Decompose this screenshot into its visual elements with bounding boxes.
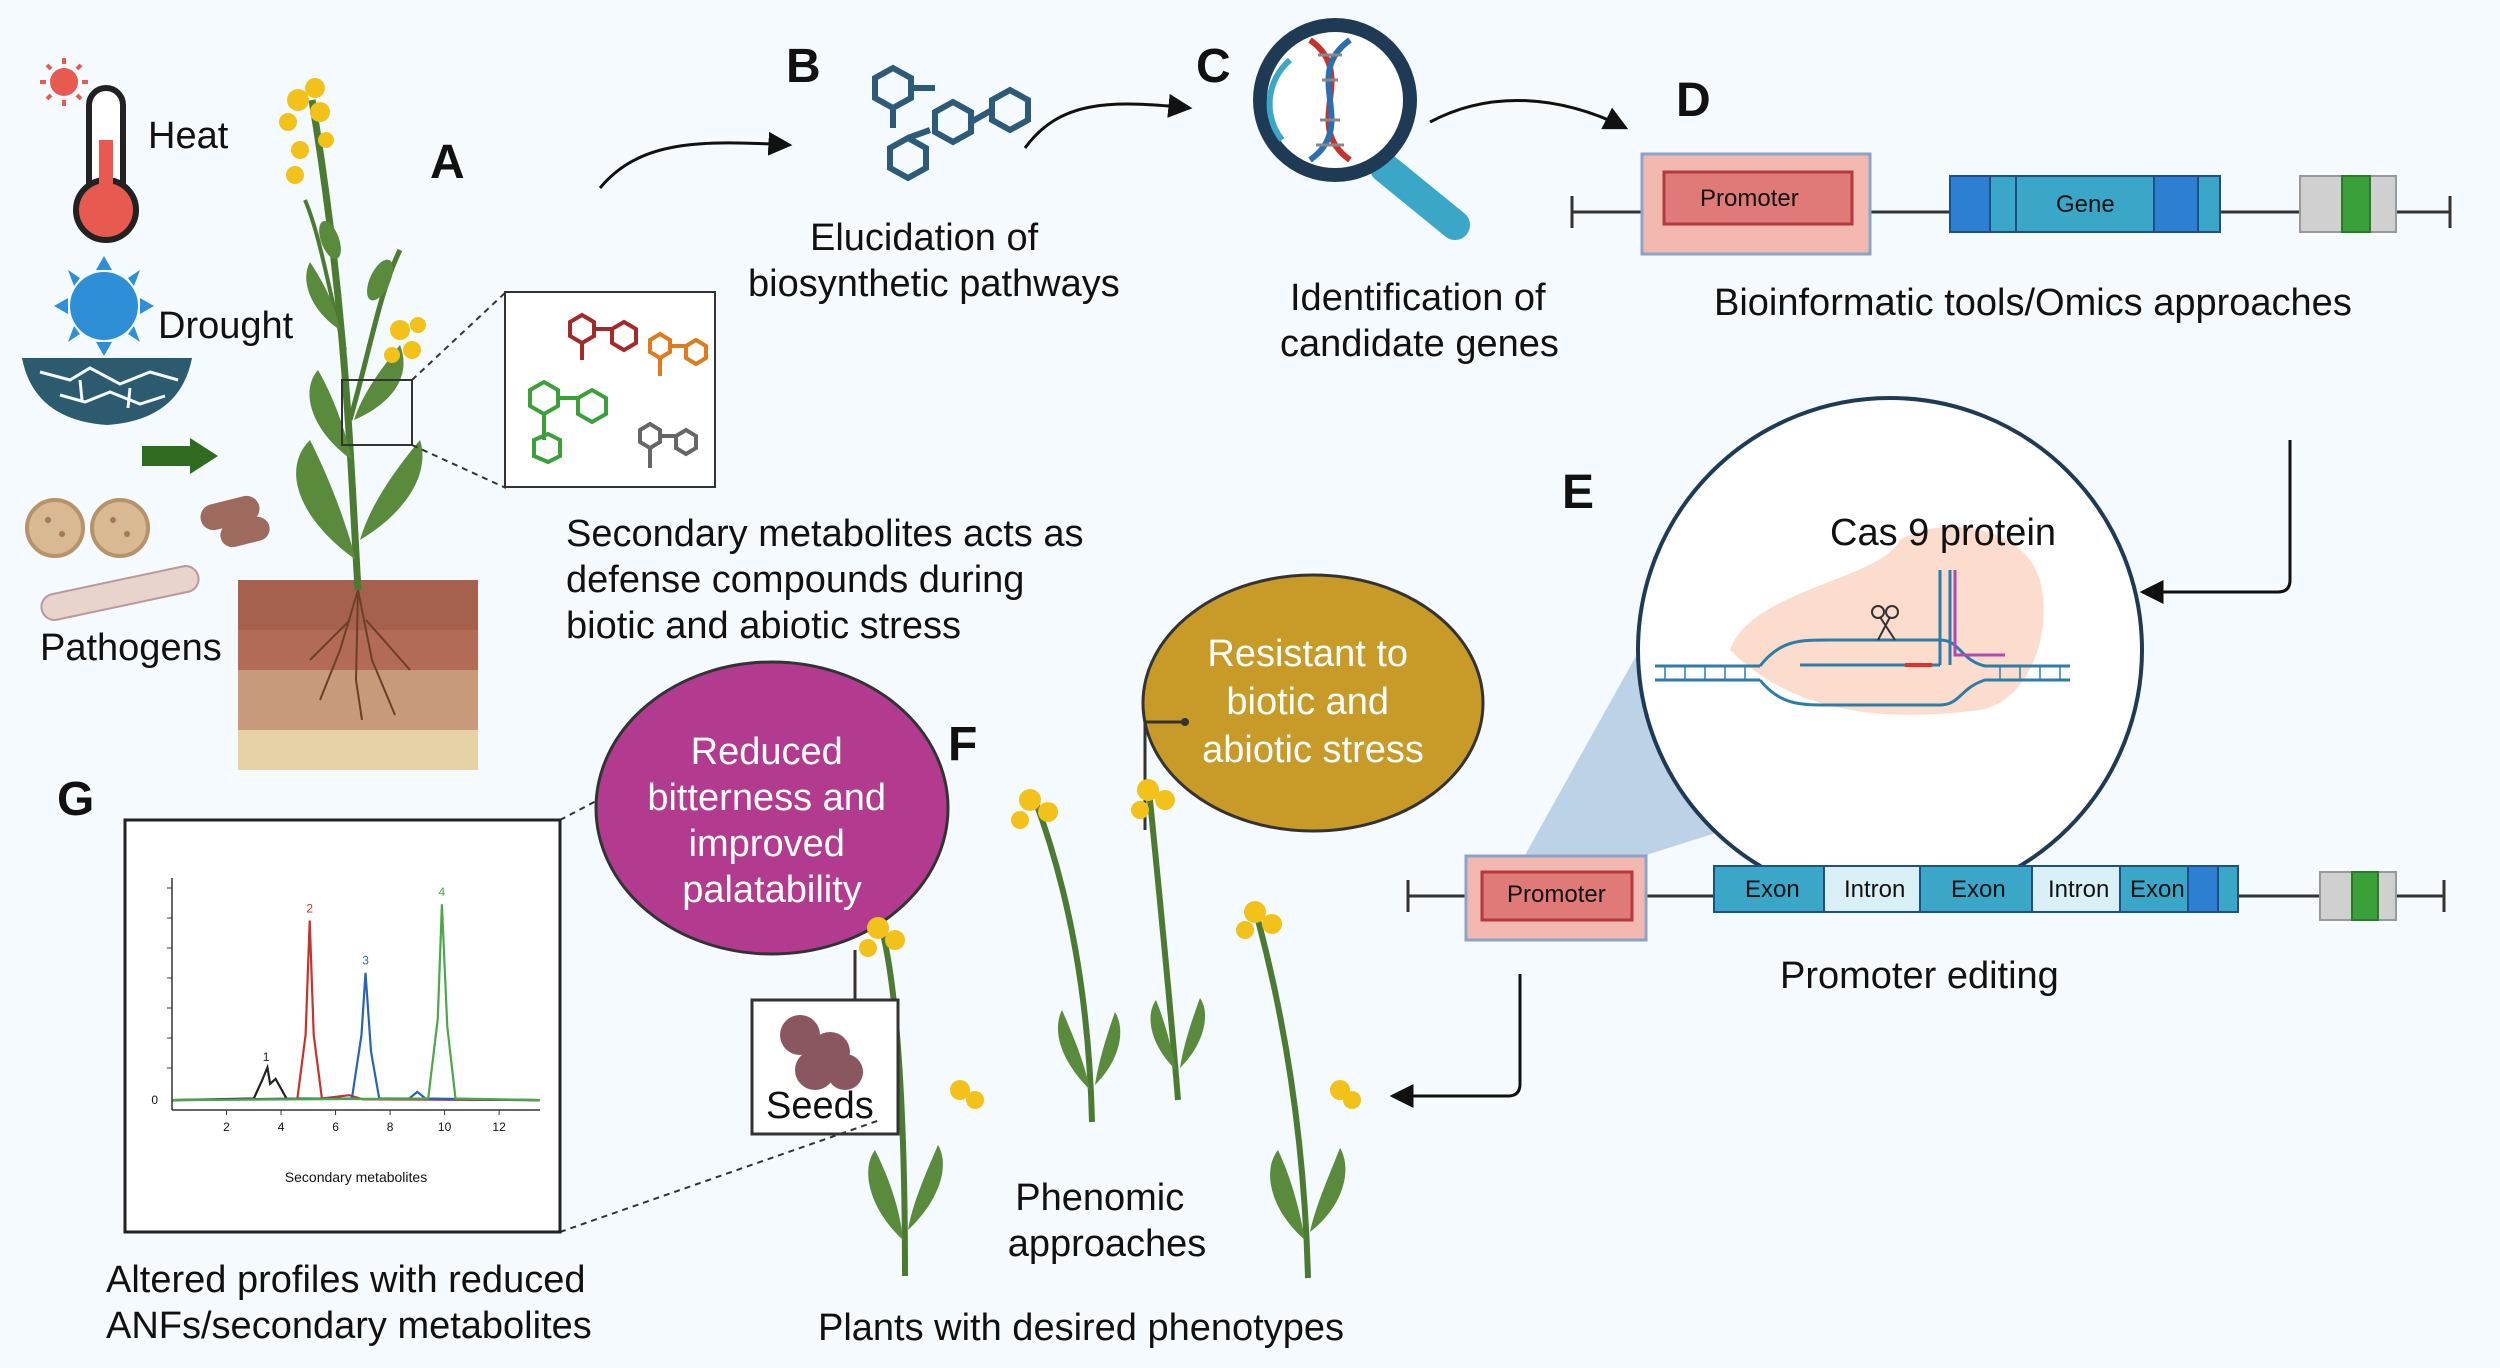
chart-y-tick-label: 0 — [151, 1093, 158, 1107]
promoter-box-d — [1662, 170, 1854, 226]
chart-series-4 — [171, 904, 541, 1102]
resistant-text: Resistant to biotic and abiotic stress — [1202, 633, 1424, 771]
altered-profiles-caption: Altered profiles with reduced ANFs/secon… — [106, 1259, 596, 1347]
reduced-bitterness-bubble — [594, 660, 950, 956]
panel-b-label: B — [786, 40, 821, 93]
panel-a-label: A — [430, 136, 465, 189]
phenomic-caption: Phenomic approaches — [1008, 1177, 1207, 1265]
pathogens-label: Pathogens — [40, 627, 222, 669]
chart-peak-label: 3 — [362, 954, 369, 968]
thermometer-icon — [73, 85, 139, 243]
exon-label-1: Exon — [1745, 876, 1800, 903]
zoom-box — [341, 379, 413, 446]
cracked-soil-icon — [22, 358, 192, 425]
arrow-c-to-d — [1429, 98, 1629, 130]
chart-peak-label: 4 — [439, 885, 446, 899]
arrow-right-icon — [142, 438, 218, 474]
panel-d-label: D — [1676, 74, 1711, 127]
metabolites-box — [504, 291, 716, 488]
chart-x-tick-label: 2 — [223, 1120, 230, 1134]
bioinformatics-caption: Bioinformatic tools/Omics approaches — [1714, 282, 2352, 324]
intron-label-1: Intron — [1844, 876, 1905, 903]
molecule-gray-icon — [638, 421, 698, 468]
chart-peak-label: 1 — [263, 1050, 270, 1064]
gene-construct-d — [1570, 152, 2452, 256]
seeds-label: Seeds — [766, 1085, 874, 1127]
drought-label: Drought — [158, 305, 294, 347]
g-zoom-line-top — [559, 799, 599, 821]
sun-icon — [40, 58, 88, 106]
panel-f-label: F — [948, 718, 977, 771]
plants-f — [859, 779, 1361, 1279]
cas9-circle — [1636, 396, 2144, 904]
arrow-d-to-e — [2139, 440, 2292, 604]
reduced-bitterness-text: Reduced bitterness and improved palatabi… — [647, 731, 896, 911]
panel-e-label: E — [1562, 466, 1594, 519]
arrow-a-to-b — [598, 131, 793, 189]
heat-label: Heat — [148, 115, 229, 157]
seeds-icon — [780, 1015, 863, 1090]
cas9-label: Cas 9 protein — [1830, 512, 2056, 554]
plant-a — [279, 78, 426, 591]
magnifier-dna-icon — [1253, 18, 1470, 240]
intron-label-2: Intron — [2048, 876, 2109, 903]
zoom-line-top — [411, 291, 507, 381]
g-zoom-line-bottom — [559, 1119, 881, 1233]
scissors-icon — [1871, 605, 1899, 641]
promoter-label-e: Promoter — [1507, 881, 1606, 908]
exon-label-3: Exon — [2130, 876, 2185, 903]
arrow-b-to-c — [1023, 93, 1193, 149]
chart-x-tick-label: 6 — [332, 1120, 339, 1134]
arrow-e-to-f — [1389, 974, 1522, 1108]
exon-label-2: Exon — [1951, 876, 2006, 903]
panel-c-label: C — [1196, 40, 1231, 93]
chart-series-3 — [171, 972, 541, 1102]
identification-caption: Identification of candidate genes — [1280, 277, 1559, 365]
molecule-green-icon — [528, 379, 608, 465]
chart-x-tick-label: 10 — [438, 1120, 452, 1134]
gene-label-d: Gene — [2056, 191, 2115, 218]
promoter-editing-caption: Promoter editing — [1780, 955, 2059, 997]
panel-g-label: G — [57, 773, 94, 826]
elucidation-caption: Elucidation of biosynthetic pathways — [748, 217, 1120, 305]
pathway-molecule-icon — [872, 64, 1031, 182]
chart-x-tick-label: 12 — [492, 1120, 506, 1134]
promoter-box-e — [1480, 870, 1634, 922]
molecule-orange-icon — [648, 331, 708, 376]
desired-plants-caption: Plants with desired phenotypes — [818, 1307, 1344, 1349]
virus-icon — [25, 498, 150, 558]
water-drop-icon — [54, 256, 154, 356]
chart-x-tick-label: 4 — [278, 1120, 285, 1134]
resistant-bubble — [1141, 573, 1485, 833]
secondary-metabolites-caption: Secondary metabolites acts as defense co… — [566, 513, 1094, 647]
chromatogram-frame — [123, 818, 562, 1234]
zoom-line-bottom — [411, 444, 507, 489]
promoter-label-d: Promoter — [1700, 185, 1799, 212]
chart-xlabel: Secondary metabolites — [285, 1169, 427, 1185]
bacteria-icon — [40, 495, 270, 621]
chart-peak-label: 2 — [306, 901, 313, 915]
chart-series-1 — [171, 1063, 541, 1102]
soil-profile — [238, 580, 478, 770]
gene-construct-e — [1406, 854, 2446, 942]
chart-x-tick-label: 8 — [387, 1120, 394, 1134]
molecule-red-icon — [568, 312, 638, 360]
